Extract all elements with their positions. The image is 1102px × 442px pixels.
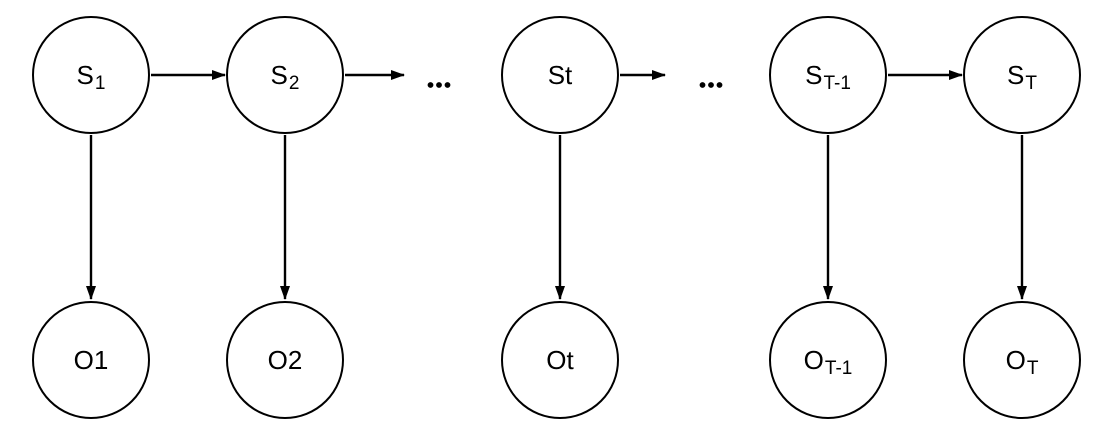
ellipsis-1-dot [444,82,451,88]
obs-o-t-label: Ot [546,347,573,373]
obs-o-t-final-label-sub: T [1026,358,1039,379]
ellipsis-1 [427,82,451,88]
obs-o2-label-main: O2 [267,345,303,375]
state-s-t-minus-1-label-main: S [805,60,823,90]
obs-o-t-minus-1-label: OT-1 [803,345,853,378]
state-s-t-minus-1: ST-1 [769,16,887,134]
obs-o-t-final: OT [963,301,1081,419]
ellipsis-2 [699,82,723,88]
obs-o-t-final-label: OT [1005,345,1039,378]
state-s-t-final-label: ST [1007,60,1037,93]
state-s-t-label: St [548,62,573,88]
state-s-t-label-main: St [547,60,573,90]
state-s1-label: S1 [76,60,106,93]
obs-o-t-final-label-main: O [1005,345,1026,375]
state-s-t-minus-1-label: ST-1 [805,60,851,93]
state-s2-label-sub: 2 [288,73,300,94]
ellipsis-1-dot [427,82,434,88]
state-s-t-minus-1-label-sub: T-1 [823,73,851,94]
state-s-t-final: ST [963,16,1081,134]
state-s2: S2 [226,16,344,134]
obs-o2: O2 [226,301,344,419]
state-s-t: St [501,16,619,134]
obs-o1-label-main: O1 [73,345,109,375]
ellipsis-1-dot [436,82,442,88]
state-s2-label-main: S [270,60,288,90]
obs-o1: O1 [32,301,150,419]
ellipsis-2-dot [699,82,706,88]
obs-o-t-minus-1-label-sub: T-1 [824,358,853,379]
obs-o2-label: O2 [268,347,303,373]
obs-o-t-label-main: Ot [546,345,574,375]
state-s1-label-main: S [76,60,94,90]
obs-o-t-minus-1-label-main: O [803,345,824,375]
state-s1-label-sub: 1 [94,73,106,94]
obs-o-t: Ot [501,301,619,419]
state-s1: S1 [32,16,150,134]
state-s-t-final-label-main: S [1007,60,1025,90]
state-s-t-final-label-sub: T [1025,73,1037,94]
state-s2-label: S2 [270,60,300,93]
obs-o1-label: O1 [74,347,109,373]
obs-o-t-minus-1: OT-1 [769,301,887,419]
ellipsis-2-dot [716,82,723,88]
ellipsis-2-dot [708,82,714,88]
